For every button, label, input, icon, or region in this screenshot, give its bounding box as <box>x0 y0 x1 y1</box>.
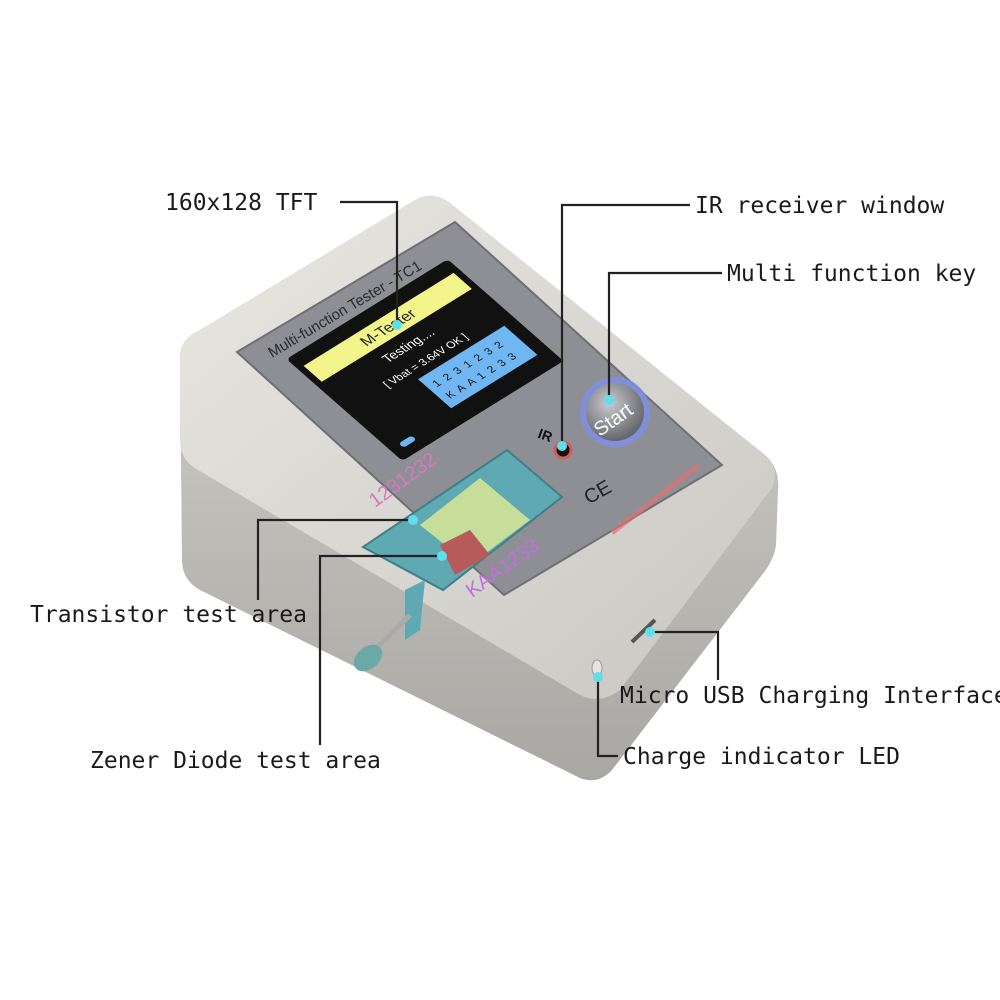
callout-transistor: Transistor test area <box>30 515 418 628</box>
callout-transistor-label: Transistor test area <box>30 602 307 628</box>
callout-ir: IR receiver window <box>557 193 944 451</box>
pin-label: 3 <box>451 365 465 376</box>
tft-screen: M-Tester Testing.... [ Vbat = 3.64V OK ]… <box>288 260 562 460</box>
callout-key-label: Multi function key <box>727 261 976 287</box>
dot-marker <box>557 441 567 451</box>
screen-header-bar <box>303 272 472 382</box>
ir-label: IR <box>536 425 555 445</box>
pin-label: 1 <box>461 359 475 370</box>
callout-led-label: Charge indicator LED <box>623 744 900 770</box>
dot-marker <box>408 515 418 525</box>
pin-label: 2 <box>440 372 454 383</box>
socket-lever[interactable] <box>405 580 425 640</box>
pin-label: 1 <box>430 378 444 389</box>
callout-zener: Zener Diode test area <box>90 551 447 774</box>
callout-usb: Micro USB Charging Interface <box>620 627 1000 709</box>
lever-knob[interactable] <box>349 639 388 676</box>
progress-bar <box>399 436 416 447</box>
callout-key: Multi function key <box>604 261 976 405</box>
dot-marker <box>645 627 655 637</box>
callout-tft-label: 160x128 TFT <box>165 190 317 216</box>
dot-marker <box>604 395 614 405</box>
dot-marker <box>593 672 603 682</box>
pin-label: 3 <box>482 346 496 357</box>
callout-usb-label: Micro USB Charging Interface <box>620 683 1000 709</box>
callout-zener-label: Zener Diode test area <box>90 748 381 774</box>
pin-box <box>418 325 538 409</box>
dot-marker <box>437 551 447 561</box>
warning-text <box>610 463 701 535</box>
pin-label: 1 <box>474 371 488 382</box>
dot-marker <box>392 320 402 330</box>
pin-label: 3 <box>505 351 519 362</box>
pin-label: 2 <box>492 340 506 351</box>
usb-port <box>630 618 657 644</box>
pin-label: 2 <box>485 364 499 375</box>
zener-test-area <box>440 530 490 575</box>
start-button[interactable]: Start <box>580 377 650 447</box>
callout-led: Charge indicator LED <box>593 672 900 770</box>
callout-ir-label: IR receiver window <box>695 193 944 219</box>
pin-label: 3 <box>495 358 509 369</box>
callout-tft: 160x128 TFT <box>165 190 402 330</box>
pin-label: 2 <box>471 353 485 364</box>
